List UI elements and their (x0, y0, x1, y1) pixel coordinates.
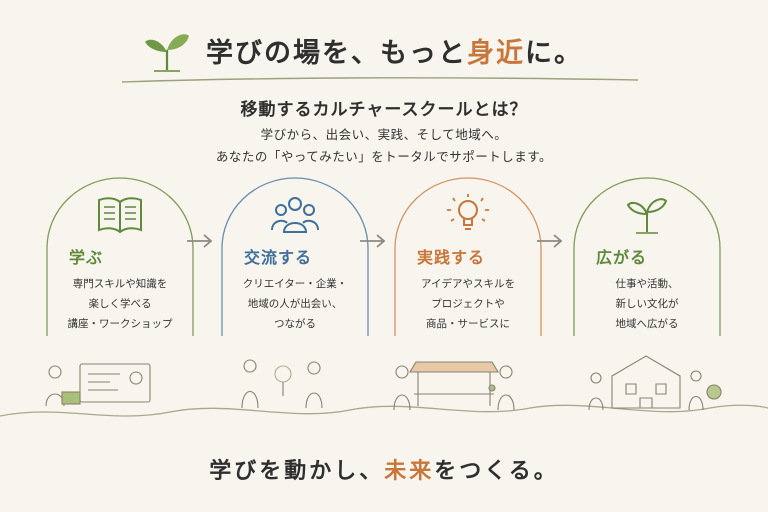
header: 学びの場を、もっと身近に。 移動するカルチャースクールとは？ 学びから、出会い、… (0, 0, 768, 170)
book-icon (98, 197, 142, 234)
step-title: 交流する (244, 248, 313, 267)
tagline: 学びを動かし、未来をつくる。 (0, 453, 768, 485)
page-title: 学びの場を、もっと身近に。 (206, 31, 583, 70)
arrow-right-icon (187, 234, 213, 248)
step-title: 実践する (417, 248, 486, 267)
step-desc-line: アイデアやスキルを (421, 278, 515, 290)
people-icon (271, 197, 319, 233)
lightbulb-icon (447, 194, 489, 230)
step-description: 仕事や活動、 新しい文化が 地域へ広がる (572, 274, 722, 334)
classroom-scene (45, 363, 151, 407)
title-accent: 身近 (467, 37, 525, 69)
people-talking-scene (241, 359, 323, 409)
step-title: 広がる (596, 248, 648, 267)
sprout-icon (145, 34, 189, 72)
tagline-end: をつくる。 (434, 459, 559, 484)
step-desc-line: 専門スキルや知識を (72, 278, 168, 290)
step-desc-line: 新しい文化が (615, 298, 679, 310)
tagline-accent: 未来 (384, 459, 435, 484)
steps: 学ぶ 専門スキルや知識を 楽しく学べる 講座・ワークショップ 交流する クリエイ… (0, 176, 768, 346)
market-stall-scene (393, 361, 515, 411)
tagline-main: 学びを動かし、 (209, 459, 385, 484)
community-house-scene (588, 355, 722, 411)
card-arch (46, 177, 194, 336)
step-desc-line: 地域の人が出会い、 (247, 298, 343, 310)
step-description: クリエイター・企業・ 地域の人が出会い、 つながる (220, 274, 370, 334)
step-card-practice: 実践する アイデアやスキルを プロジェクトや 商品・サービスに (393, 176, 543, 336)
step-description: 専門スキルや知識を 楽しく学べる 講座・ワークショップ (45, 274, 195, 334)
step-desc-line: クリエイター・企業・ (242, 278, 348, 290)
step-card-spread: 広がる 仕事や活動、 新しい文化が 地域へ広がる (572, 176, 722, 336)
step-desc-line: 商品・サービスに (426, 318, 510, 330)
step-description: アイデアやスキルを プロジェクトや 商品・サービスに (393, 274, 543, 334)
community-illustration (0, 355, 768, 417)
lead-line-1: 学びから、出会い、実践、そして地域へ。 (260, 127, 508, 142)
step-desc-line: 講座・ワークショップ (67, 318, 173, 330)
card-arch (394, 177, 542, 336)
sprout-icon (626, 198, 668, 234)
step-card-learn: 学ぶ 専門スキルや知識を 楽しく学べる 講座・ワークショップ (45, 176, 195, 336)
step-card-connect: 交流する クリエイター・企業・ 地域の人が出会い、 つながる (220, 176, 370, 336)
subtitle: 移動するカルチャースクールとは？ (240, 100, 528, 120)
arrow-right-icon (537, 234, 563, 248)
title-main: 学びの場を、もっと (206, 37, 467, 69)
card-arch (221, 177, 369, 336)
title-underline (121, 77, 639, 83)
step-desc-line: プロジェクトや (431, 298, 505, 310)
title-row: 学びの場を、もっと身近に。 (142, 26, 583, 74)
card-arch (573, 177, 721, 336)
step-desc-line: 地域へ広がる (615, 318, 679, 330)
step-desc-line: 仕事や活動、 (615, 278, 679, 290)
title-end: に。 (525, 37, 583, 69)
arrow-right-icon (360, 234, 386, 248)
step-desc-line: 楽しく学べる (88, 298, 152, 310)
step-desc-line: つながる (274, 318, 316, 330)
lead-line-2: あなたの「やってみたい」をトータルでサポートします。 (215, 149, 553, 164)
step-title: 学ぶ (69, 248, 104, 267)
